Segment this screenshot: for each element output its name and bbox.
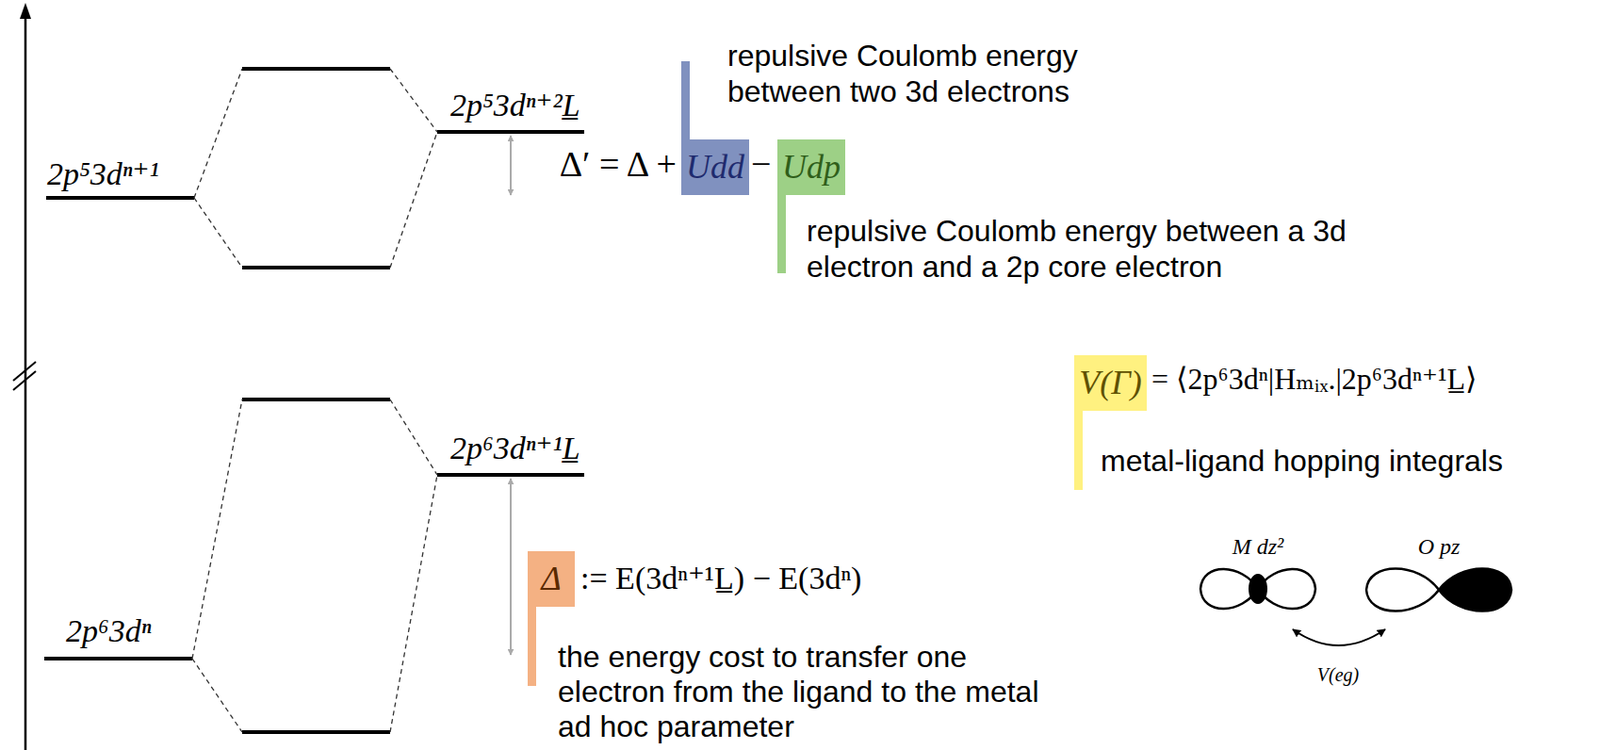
energy-level (46, 195, 195, 200)
gap-arrow (509, 478, 512, 655)
highlight-box: Udp (777, 139, 846, 196)
formula: := E(3dⁿ⁺¹L̲) − E(3dⁿ) (580, 559, 862, 599)
formula: = ⟨2p⁶3dⁿ|Hₘᵢₓ.|2p⁶3dⁿ⁺¹L̲⟩ (1151, 360, 1478, 397)
symbol-text: V(Γ) (1078, 362, 1142, 404)
axis-arrow (19, 2, 32, 19)
orbital-label: O pz (1418, 533, 1461, 561)
highlight-box: Δ (527, 551, 575, 607)
highlight-box: V(Γ) (1074, 355, 1147, 411)
orbital-lobe (1438, 569, 1512, 612)
mixing-line (390, 68, 438, 132)
arrow-label: V(eg) (1317, 663, 1359, 686)
hopping-arrow (1292, 629, 1386, 646)
gap-arrow (509, 135, 512, 196)
energy-level (437, 473, 585, 477)
energy-level (242, 66, 391, 71)
callout-bar (527, 593, 537, 686)
energy-level (437, 130, 585, 134)
axis-break (13, 371, 36, 391)
symbol-text: Udp (782, 146, 841, 188)
level-label: 2p⁵3dⁿ⁺¹ (47, 155, 160, 195)
energy-axis (24, 15, 28, 750)
mixing-line (192, 658, 243, 733)
energy-level (242, 397, 391, 402)
mixing-line (390, 474, 438, 733)
callout-bar (777, 186, 786, 274)
level-label: 2p⁵3dⁿ⁺²L̲ (450, 86, 581, 126)
mixing-line (192, 399, 243, 659)
formula: Δ′ = Δ + (559, 143, 677, 187)
energy-level (44, 656, 193, 661)
level-label: 2p⁶3dⁿ (65, 612, 152, 652)
annotation: repulsive Coulomb energy between two 3d … (727, 37, 1095, 111)
annotation: metal-ligand hopping integrals (1100, 442, 1503, 479)
energy-level (242, 265, 391, 270)
orbital-ring (1248, 573, 1268, 605)
energy-level (242, 730, 391, 735)
symbol-text: Udd (685, 146, 745, 188)
callout-bar (681, 61, 690, 148)
axis-break (13, 361, 36, 381)
symbol-text: Δ (540, 558, 561, 600)
mixing-line (390, 399, 438, 475)
highlight-box: Udd (681, 139, 750, 196)
orbital-lobe (1366, 569, 1439, 612)
mixing-line (390, 131, 438, 268)
level-label: 2p⁶3dⁿ⁺¹L̲ (450, 429, 581, 469)
annotation: repulsive Coulomb energy between a 3d el… (806, 212, 1429, 286)
formula: − (751, 143, 771, 187)
mixing-line (194, 197, 243, 268)
mixing-line (194, 68, 243, 198)
annotation: the energy cost to transfer one electron… (557, 639, 1067, 745)
orbital-label: M dz² (1232, 533, 1285, 561)
